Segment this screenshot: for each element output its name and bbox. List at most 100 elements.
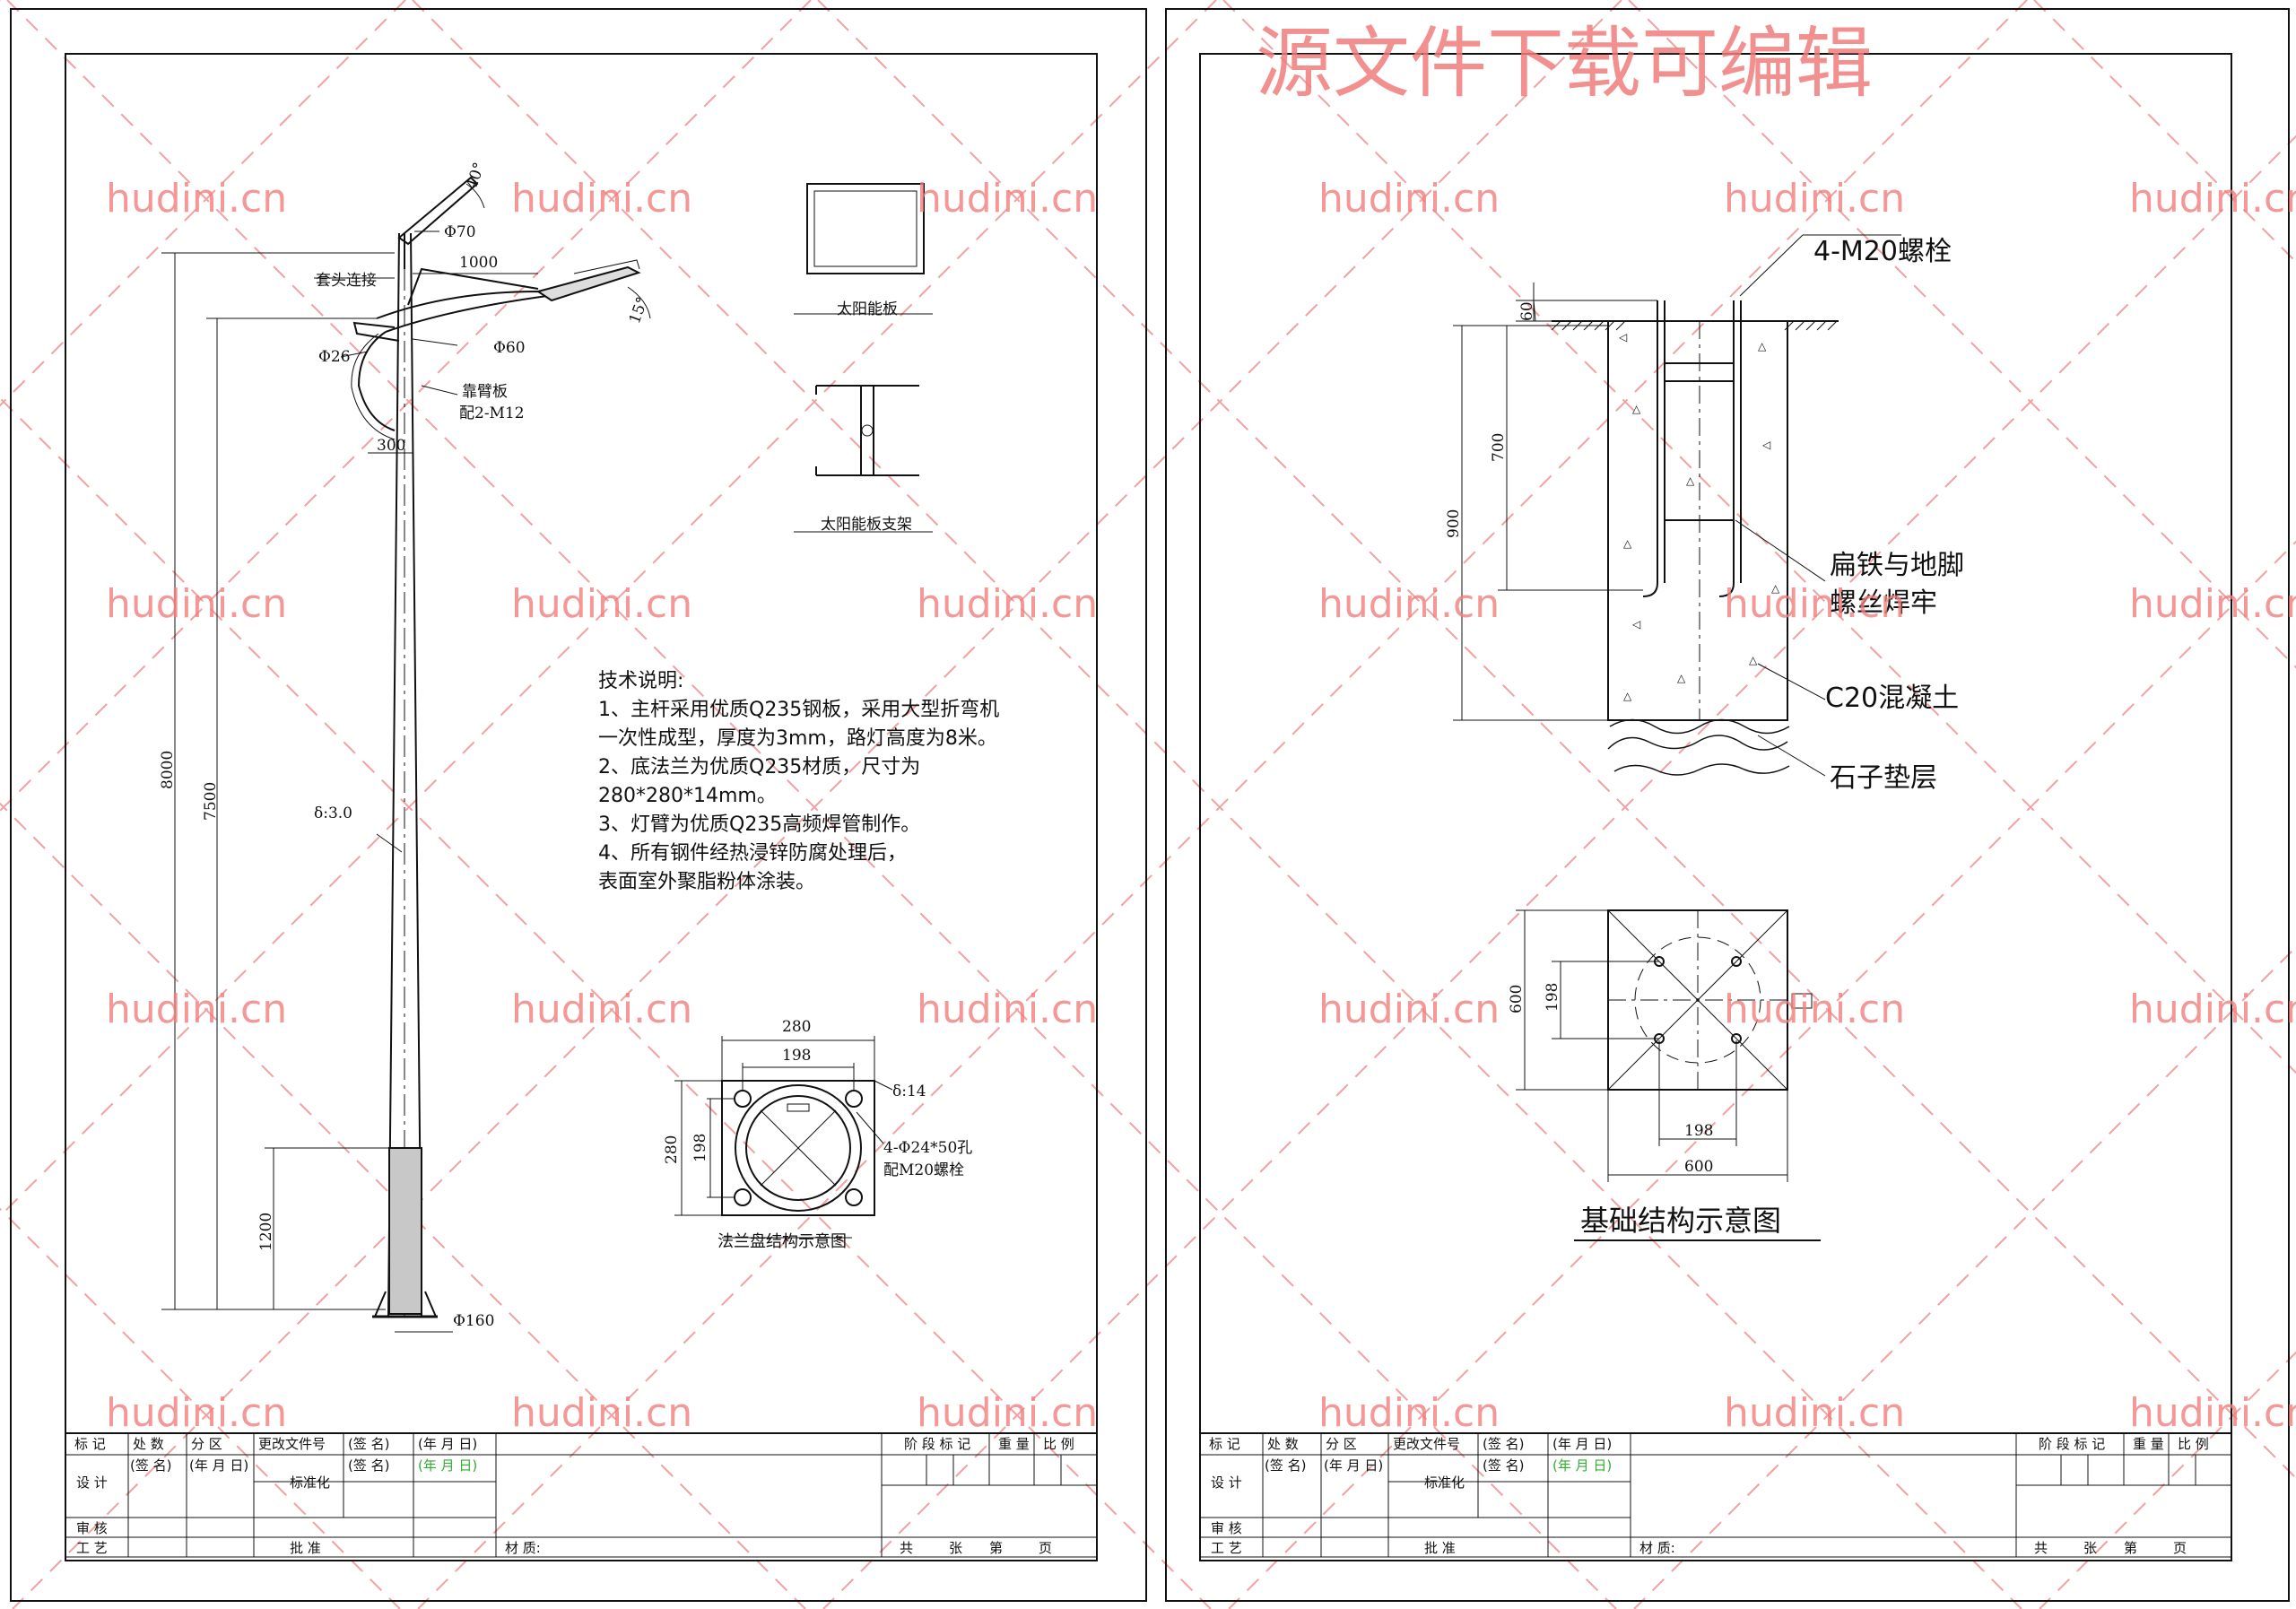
right-outer-frame [1165,8,2290,1602]
review-label: 审 核 [1211,1520,1242,1536]
watermark-tile: hudini.cn [511,987,692,1032]
title-block-header: 更改文件号 [1393,1436,1460,1452]
dim-7500-label: 7500 [202,782,220,821]
watermark-tile: hudini.cn [1724,1390,1905,1436]
title-block-header: (年 月 日) [1552,1436,1612,1452]
watermark-top: 源文件下载可编辑 [1256,19,1873,109]
tech-note-line: 2、底法兰为优质Q235材质，尺寸为 [598,756,920,778]
watermark-tile: hudini.cn [106,581,287,627]
title-block-header: 分 区 [1326,1436,1357,1452]
dia-60-label: Φ60 [493,339,526,357]
rib-plate-bolt-label: 配2-M12 [459,404,525,422]
title-block-header: 处 数 [1267,1436,1299,1452]
title-block-header: (签 名) [1483,1436,1524,1452]
watermark-diagonal [2033,0,2296,264]
flange-bolts: 配M20螺栓 [883,1161,964,1179]
plan-198-v: 198 [1544,983,1561,1012]
svg-text:△: △ [1686,474,1695,487]
scale-label: 比 例 [1043,1436,1074,1452]
svg-text:△: △ [1623,537,1632,550]
page-label: 页 [1039,1540,1052,1556]
plan-198-h: 198 [1684,1122,1713,1140]
pole-labels: 40° Φ70 套头连接 1000 15° Φ26 Φ60 靠臂板 配2-M12… [159,161,652,1330]
weld-note-2: 螺丝焊牢 [1830,587,1937,619]
standard-label: 标准化 [290,1474,330,1491]
design-label: 设 计 [1211,1474,1242,1491]
solar-panel-detail [794,183,933,533]
approve-label: 批 准 [1424,1540,1456,1556]
weight-label: 重 量 [2133,1436,2164,1452]
flange-caption: 法兰盘结构示意图 [718,1232,847,1251]
material-label: 材 质: [1639,1540,1675,1556]
dia-70-label: Φ70 [444,223,476,241]
watermark-diagonal [0,0,1217,1218]
watermark-diagonal [12,0,1622,1609]
foundation-labels: 4-M20螺栓 60 700 900 扁铁与地脚 螺丝焊牢 C20混凝土 石子垫… [1445,236,1964,794]
craft-label: 工 艺 [1211,1540,1242,1556]
sheet-label: 张 [949,1540,962,1556]
watermark-tiles: hudini.cn hudini.cn hudini.cn hudini.cn hudi… [106,176,2296,1436]
tech-note-line: 280*280*14mm。 [598,785,777,807]
watermark-tile: hudini.cn [511,176,692,222]
svg-text:△: △ [1749,654,1758,666]
dim-300-label: 300 [377,437,405,455]
left-outer-frame [10,8,1147,1602]
rib-plate-label: 靠臂板 [462,383,508,401]
review-label: 审 核 [76,1520,108,1536]
tech-note-line: 表面室外聚脂粉体涂装。 [598,871,815,893]
watermark-tile: hudini.cn [2129,1390,2296,1436]
page-no-label: 第 [989,1540,1003,1556]
watermark-diagonal [417,0,2028,1609]
watermark-tile: hudini.cn [1318,987,1500,1032]
svg-text:△: △ [1758,340,1767,352]
date-label-green: (年 月 日) [1552,1457,1612,1474]
date-label: (年 月 日) [189,1457,248,1474]
title-block-left: 标 记处 数分 区更改文件号(签 名)(年 月 日)设 计(签 名)(年 月 日… [65,1432,1097,1558]
solar-panel-label: 太阳能板 [837,300,898,318]
watermark-tile: hudini.cn [917,1390,1098,1436]
watermark-diagonal [1222,0,2296,1074]
concrete-dots: ◁△△◁ △△△◁ △△△ [1618,331,1780,702]
watermark-tile: hudini.cn [917,581,1098,627]
watermark-diagonal [6,0,1617,1609]
svg-text:◁: ◁ [1761,439,1770,451]
watermark-tile: hudini.cn [1318,581,1500,627]
tech-notes-title: 技术说明: [598,670,683,692]
dim-60-label: 60 [1518,301,1536,321]
watermark-tile: hudini.cn [106,1390,287,1436]
watermark-tile: hudini.cn [1318,176,1500,222]
tech-note-line: 1、主杆采用优质Q235钢板，采用大型折弯机 [598,699,999,721]
material-label: 材 质: [505,1540,541,1556]
watermark-tile: hudini.cn [511,1390,692,1436]
socket-joint-label: 套头连接 [316,272,377,290]
solar-bracket-label: 太阳能板支架 [821,516,912,534]
sign-label: (签 名) [130,1457,171,1474]
watermark-diagonal [0,0,812,813]
plan-600-h: 600 [1684,1158,1713,1176]
tech-notes: 技术说明: 1、主杆采用优质Q235钢板，采用大型折弯机 一次性成型，厚度为3m… [598,670,999,893]
sign-label: (签 名) [1483,1457,1524,1474]
flange-drawing [674,1036,893,1239]
tech-note-line: 4、所有钢件经热浸锌防腐处理后， [598,842,907,865]
standard-label: 标准化 [1424,1474,1465,1491]
watermark-diagonal [0,0,406,407]
watermark-diagonal [412,0,2022,1609]
plan-labels: 600 198 198 600 基础结构示意图 [1508,983,1781,1238]
design-label: 设 计 [76,1474,108,1491]
watermark-diagonal [2039,1351,2296,1609]
left-inner-frame [65,53,1098,1561]
dim-700-label: 700 [1490,433,1508,462]
watermark-tile: hudini.cn [511,581,692,627]
watermark-tile: hudini.cn [2129,987,2296,1032]
watermark-diagonal [0,1207,401,1609]
sheet-label: 张 [2083,1540,2097,1556]
flange-198-v: 198 [691,1134,709,1162]
svg-text:△: △ [1771,582,1780,595]
stage-label: 阶 段 标 记 [2039,1436,2105,1452]
angle-15-label: 15° [626,295,652,326]
flange-thickness: δ:14 [892,1083,926,1100]
weight-label: 重 量 [998,1436,1030,1452]
title-block-header: 处 数 [133,1436,164,1452]
